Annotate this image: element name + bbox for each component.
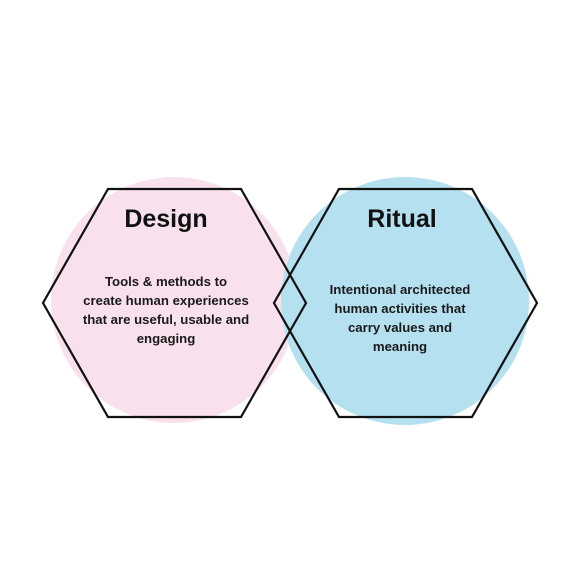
ritual-description-line: Intentional architected <box>329 282 471 297</box>
ritual-description: Intentional architected human activities… <box>300 280 500 356</box>
design-title: Design <box>124 205 208 233</box>
design-circle <box>51 177 297 423</box>
ritual-description-line: human activities that <box>334 301 466 316</box>
design-description-line: that are useful, usable and <box>82 312 250 327</box>
ritual-circle <box>281 177 529 425</box>
design-description-line: create human experiences <box>83 293 249 308</box>
ritual-title: Ritual <box>367 205 437 233</box>
design-description-line: engaging <box>136 331 196 346</box>
ritual-hexagon <box>272 187 539 419</box>
design-description-line: Tools & methods to <box>104 274 228 289</box>
design-hexagon <box>41 187 308 419</box>
ritual-description-line: meaning <box>372 339 428 354</box>
ritual-description-line: carry values and <box>347 320 453 335</box>
design-description: Tools & methods to create human experien… <box>66 272 266 348</box>
